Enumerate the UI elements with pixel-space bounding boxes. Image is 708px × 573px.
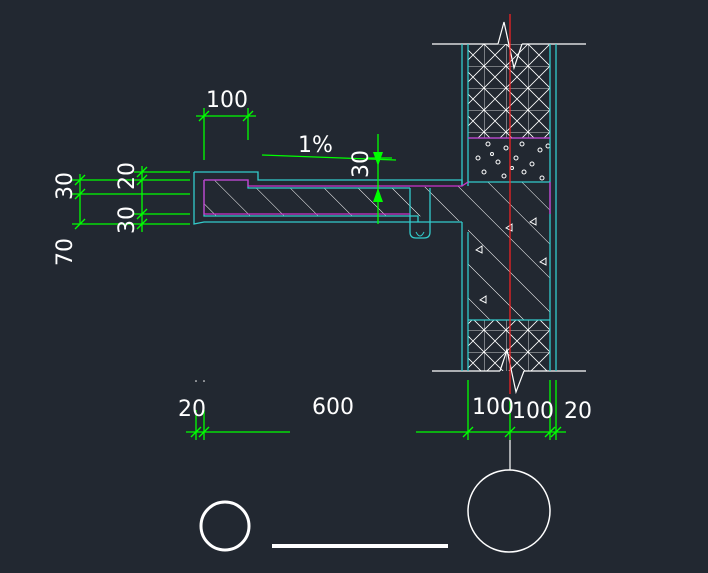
dim-bottom-20-right: 20 <box>564 399 592 424</box>
slope-arrows <box>373 152 383 202</box>
masonry-upper <box>468 44 550 138</box>
membrane-line <box>203 180 410 215</box>
dim-left-70: 70 <box>53 238 78 266</box>
dim-bottom-100-a: 100 <box>472 395 514 420</box>
dim-slope: 1% <box>298 133 333 158</box>
drain-pipe <box>409 188 431 239</box>
slope-line <box>261 154 397 161</box>
masonry-lower <box>468 320 550 371</box>
dim-left-30-top: 30 <box>53 172 78 200</box>
concrete-lintel <box>468 138 550 182</box>
dim-bottom-100-b: 100 <box>512 399 554 424</box>
dim-top-100: 100 <box>206 88 248 113</box>
dimension-lines <box>72 108 566 440</box>
dim-bottom-20-left: 20 <box>178 397 206 422</box>
dim-left-20: 20 <box>115 162 140 190</box>
aggregate-dots <box>475 141 551 181</box>
dim-slope-drop: 30 <box>349 150 374 178</box>
dim-bottom-600: 600 <box>312 395 354 420</box>
axis-bubble <box>467 469 551 553</box>
canopy-slab <box>193 154 469 239</box>
wall <box>432 14 586 395</box>
detail-marker-circle <box>199 500 251 552</box>
dim-left-30-bottom: 30 <box>115 206 140 234</box>
beam-triangles <box>475 217 547 304</box>
